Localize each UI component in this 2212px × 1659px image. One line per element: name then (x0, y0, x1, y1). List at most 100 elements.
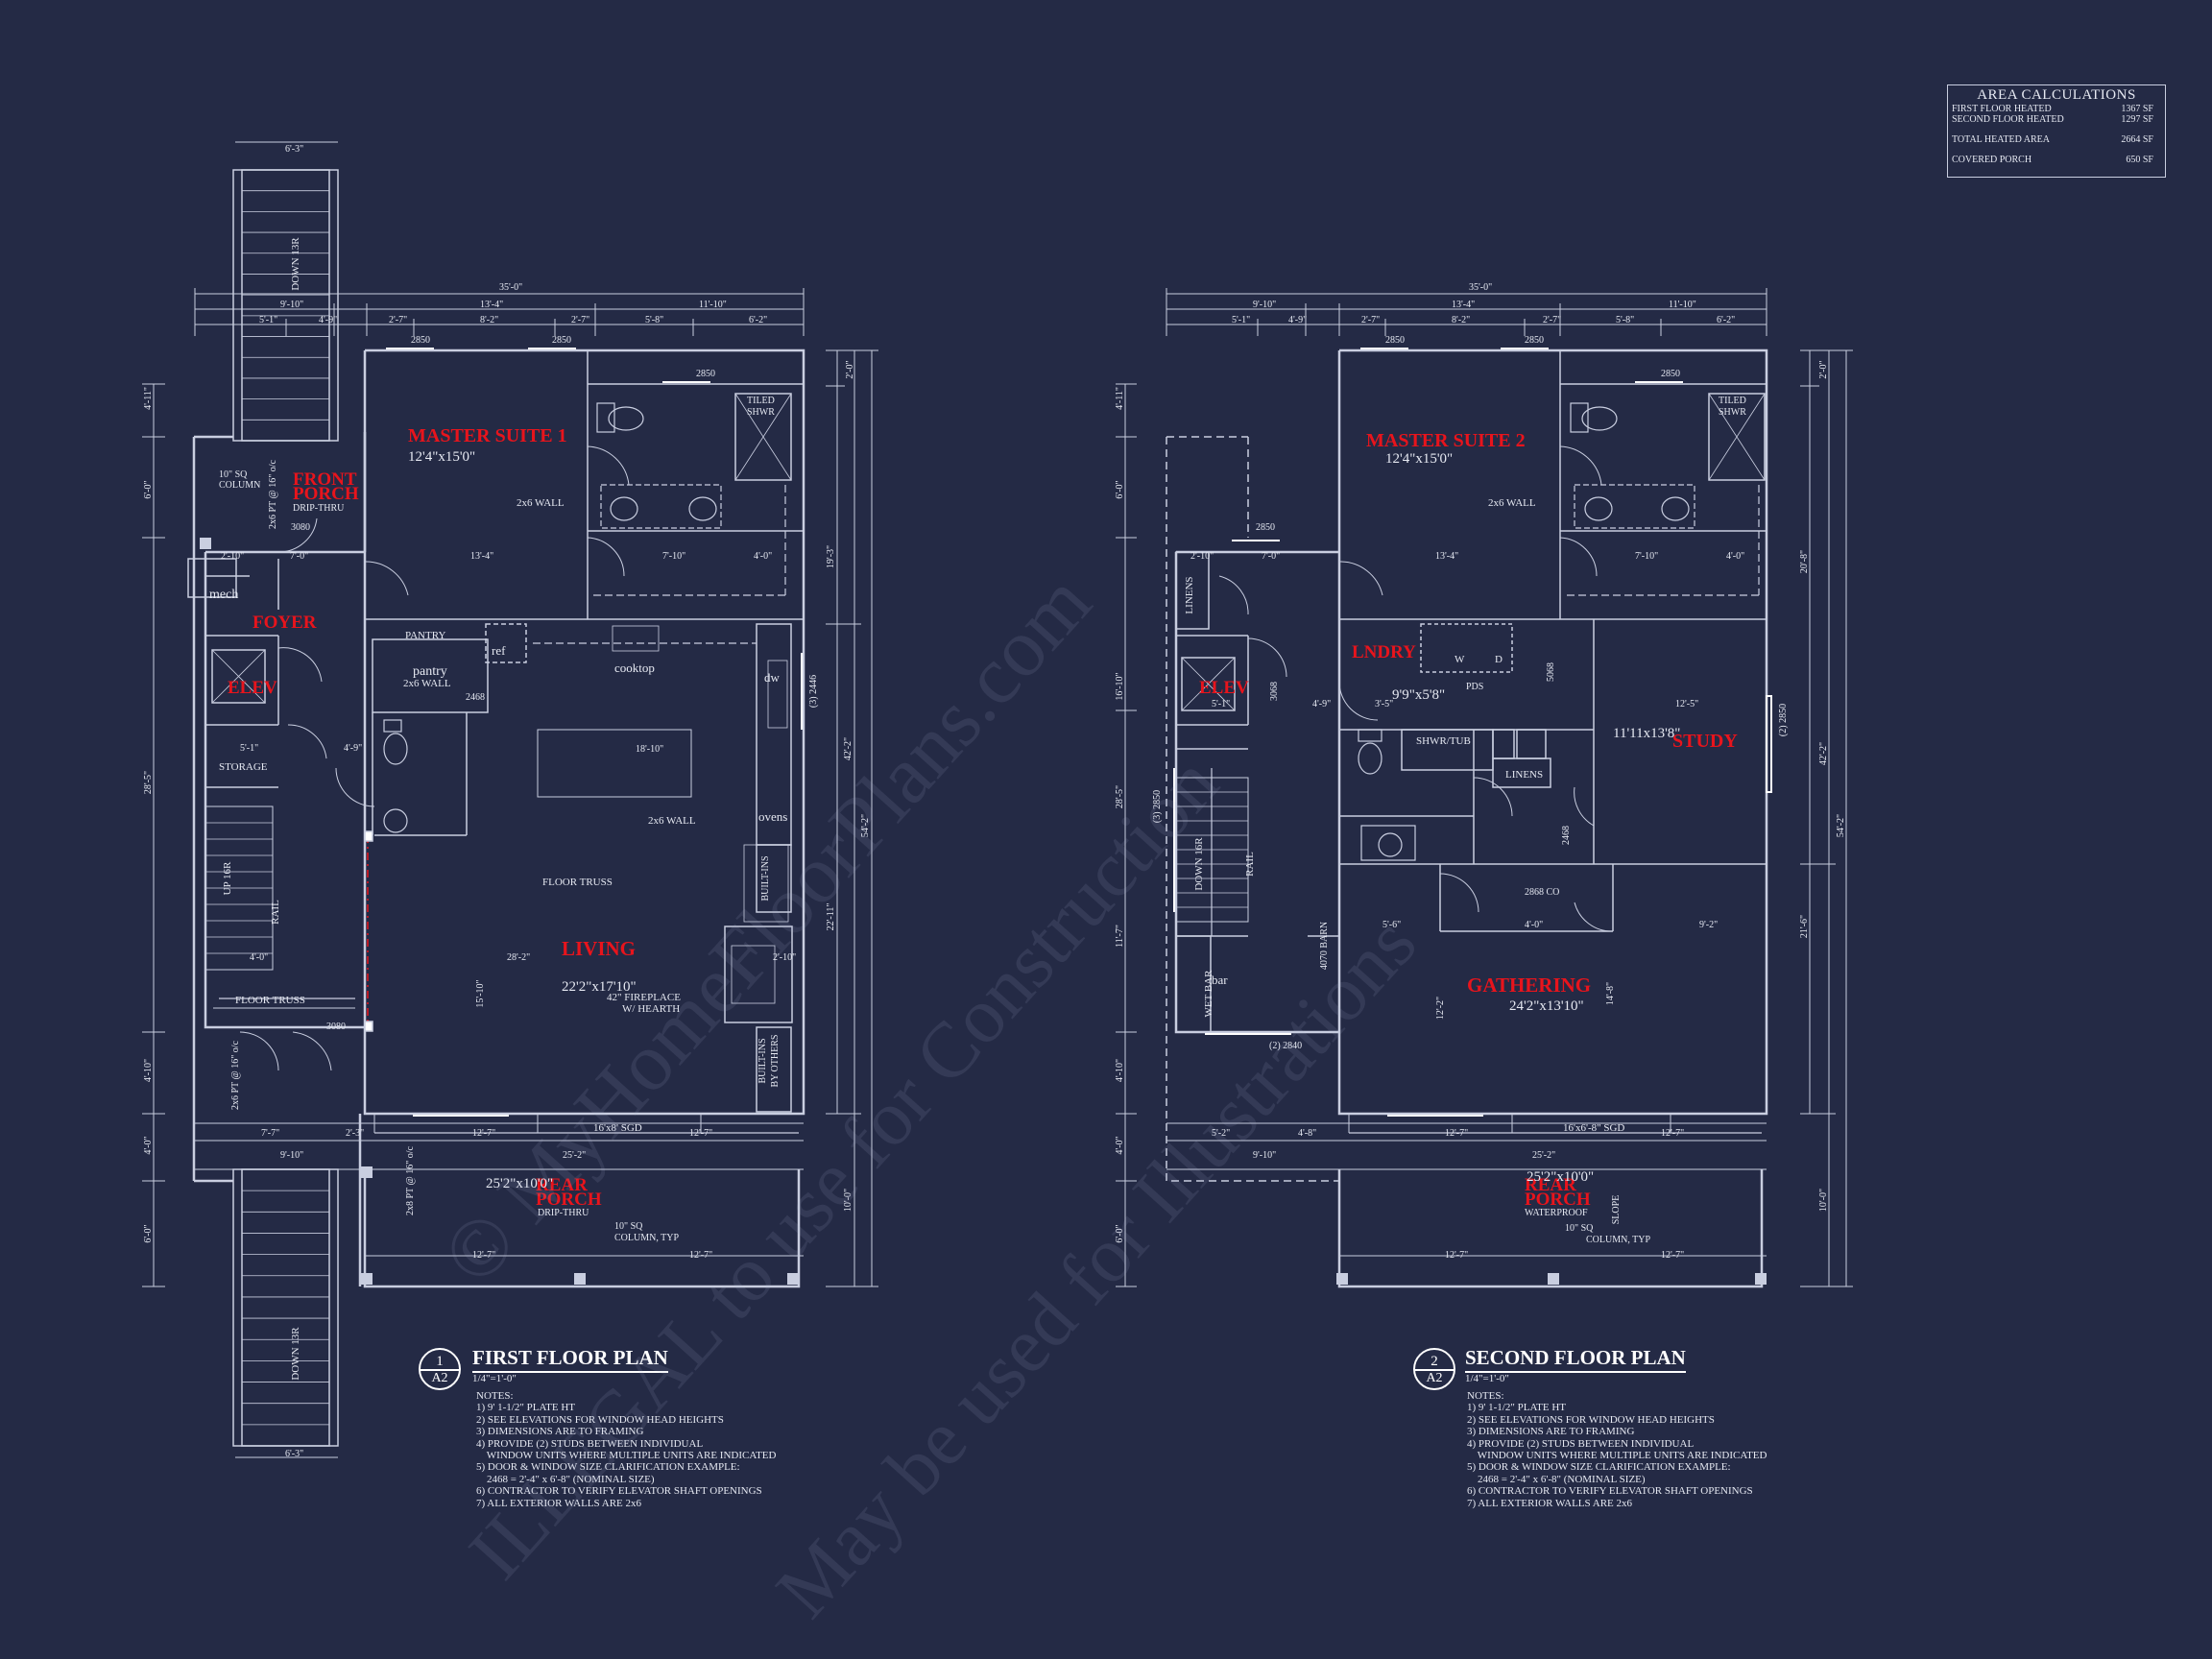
ff-dim-b8: 12'-7" (689, 1250, 712, 1261)
ff-dim-l5: 4'-0" (143, 1136, 154, 1154)
sf-linens-label: LINENS (1505, 769, 1543, 781)
sf-dim-i7: 5'-6" (1382, 920, 1401, 930)
sf-dim-r1: 2'-0" (1818, 360, 1829, 378)
sf-window-2850-c: 2850 (1661, 369, 1680, 379)
sf-dim-l2: 6'-0" (1115, 480, 1125, 498)
sf-bottom-dimensions (1166, 1122, 1767, 1257)
note-line: 7) ALL EXTERIOR WALLS ARE 2x6 (476, 1497, 642, 1509)
second-floor-scale: 1/4"=1'-0" (1465, 1373, 1509, 1384)
sf-dashed-outline (1166, 436, 1339, 1182)
ff-living-label: LIVING (562, 937, 636, 960)
sf-dim-i12: 5'-1" (1212, 699, 1230, 709)
sf-gathering-size: 24'2"x13'10" (1509, 998, 1584, 1014)
sf-study-size: 11'11x13'8" (1613, 726, 1680, 741)
sf-dim-4: 5'-1" (1232, 315, 1250, 325)
ff-porch-columns (200, 538, 799, 1285)
sf-window-3-2850: (3) 2850 (1152, 790, 1163, 823)
ff-foyer-label: FOYER (252, 613, 317, 633)
ff-dim-r4: 54'-2" (860, 814, 871, 837)
sf-column-2: COLUMN, TYP (1586, 1235, 1650, 1245)
ff-column-a-1: 10" SQ (219, 469, 248, 480)
area-calculations-title: AREA CALCULATIONS (1977, 87, 2136, 103)
sf-porch-columns (1336, 1273, 1767, 1285)
ff-builtins-2-label: BUILT-INS (757, 1038, 768, 1083)
note-line: NOTES: (476, 1390, 514, 1402)
sf-dim-7: 8'-2" (1452, 315, 1470, 325)
sf-left-dimensions (1116, 383, 1137, 1287)
ff-dim-l6: 6'-0" (143, 1224, 154, 1242)
ff-dim-r6: 10'-0" (843, 1189, 854, 1212)
sf-window-2850-b: 2850 (1525, 335, 1544, 346)
sf-dim-9: 5'-8" (1616, 315, 1634, 325)
sf-dim-i4: 12'-5" (1675, 699, 1698, 709)
ff-front-porch-label-1: FRONT (293, 469, 357, 490)
sf-door-5068: 5068 (1546, 662, 1556, 682)
ff-builtins-3-label: BY OTHERS (770, 1035, 781, 1088)
sf-dim-r5: 21'-6" (1799, 915, 1810, 938)
area-row-porch: COVERED PORCH 650 SF (1952, 155, 2153, 165)
ff-dim-8: 2'-7" (571, 315, 589, 325)
sf-dim-i1: 13'-4" (1435, 551, 1458, 562)
ff-living-size: 22'2"x17'10" (562, 979, 637, 995)
second-floor-detail-badge: 2 A2 (1413, 1348, 1455, 1390)
ff-dim-i2: 7'-10" (662, 551, 685, 562)
ff-dim-r5: 22'-11" (826, 903, 836, 931)
sf-dim-i13: 4'-9" (1312, 699, 1331, 709)
ff-post-a-label: 2x6 PT @ 16" o/c (268, 459, 278, 529)
ff-ovens-label: ovens (758, 809, 787, 824)
sf-dim-l4: 28'-5" (1115, 785, 1125, 808)
area-calculations-table: AREA CALCULATIONS FIRST FLOOR HEATED 136… (1947, 84, 2166, 178)
sf-tiled-shwr-2: SHWR (1719, 407, 1746, 418)
note-line: 4) PROVIDE (2) STUDS BETWEEN INDIVIDUAL (1467, 1437, 1695, 1450)
sf-dim-l7: 4'-0" (1115, 1136, 1125, 1154)
area-row-first-floor: FIRST FLOOR HEATED 1367 SF (1952, 104, 2153, 114)
sf-dim-b2: 4'-8" (1298, 1128, 1316, 1139)
ff-floor-truss-a: FLOOR TRUSS (542, 877, 613, 888)
sf-lndry-label: LNDRY (1352, 642, 1416, 662)
note-line: 2) SEE ELEVATIONS FOR WINDOW HEAD HEIGHT… (476, 1413, 724, 1426)
ff-dim-stair-bottom: 6'-3" (285, 1449, 303, 1459)
sf-dim-l8: 6'-0" (1115, 1224, 1125, 1242)
ff-fireplace-2: W/ HEARTH (622, 1003, 680, 1015)
ff-dim-i5: 7'-0" (290, 551, 308, 562)
sf-study-label: STUDY (1672, 731, 1738, 752)
sf-dim-3: 11'-10" (1669, 300, 1696, 310)
ff-dim-kitchen-width: 18'-10" (636, 744, 663, 755)
ff-dim-i9: 2'-10" (773, 952, 796, 963)
ff-window-2850-a: 2850 (411, 335, 430, 346)
ff-floor-truss-b: FLOOR TRUSS (235, 995, 305, 1006)
ff-dim-b5: 9'-10" (280, 1150, 303, 1161)
note-line: 7) ALL EXTERIOR WALLS ARE 2x6 (1467, 1497, 1633, 1509)
ff-door-3080-b: 3080 (326, 1022, 346, 1032)
ff-column-b-2: COLUMN, TYP (614, 1233, 679, 1243)
sf-dim-b6: 25'-2" (1532, 1150, 1555, 1161)
area-row-total: TOTAL HEATED AREA 2664 SF (1952, 134, 2153, 145)
sf-dim-i8: 14'-8" (1605, 982, 1616, 1005)
sf-dim-b5: 9'-10" (1253, 1150, 1276, 1161)
ff-top-stair (232, 169, 339, 442)
ff-column-a-2: COLUMN (219, 480, 260, 491)
sf-door-swings (1218, 445, 1762, 1134)
note-line: 1) 9' 1-1/2" PLATE HT (476, 1402, 576, 1414)
sf-dim-i9: 12'-2" (1435, 997, 1446, 1020)
sf-dim-2: 13'-4" (1452, 300, 1475, 310)
ff-dim-b2: 2'-3" (346, 1128, 364, 1139)
ff-pantry-small-label: pantry (413, 664, 447, 679)
sf-dim-i14: 3'-5" (1375, 699, 1393, 709)
ff-dim-3: 11'-10" (699, 300, 727, 310)
second-floor-plan (1116, 288, 1853, 1288)
first-floor-plan-title: FIRST FLOOR PLAN (472, 1346, 668, 1373)
ff-window-2850-c: 2850 (696, 369, 715, 379)
ff-dim-b3: 12'-7" (472, 1128, 495, 1139)
ff-pantry-label: PANTRY (405, 630, 445, 641)
ff-column-b-1: 10" SQ (614, 1221, 643, 1232)
sf-dim-i11: 7'-0" (1262, 551, 1280, 562)
ff-rear-porch-size: 25'2"x10'0" (486, 1176, 553, 1191)
sf-top-dimensions (1166, 288, 1767, 336)
sf-dim-overall: 35'-0" (1469, 282, 1492, 293)
ff-rear-porch-label-2: PORCH (536, 1190, 602, 1210)
ff-tiled-shwr-1: TILED (747, 396, 775, 406)
note-line: 5) DOOR & WINDOW SIZE CLARIFICATION EXAM… (476, 1461, 740, 1474)
sf-elev-label: ELEV (1199, 678, 1249, 698)
